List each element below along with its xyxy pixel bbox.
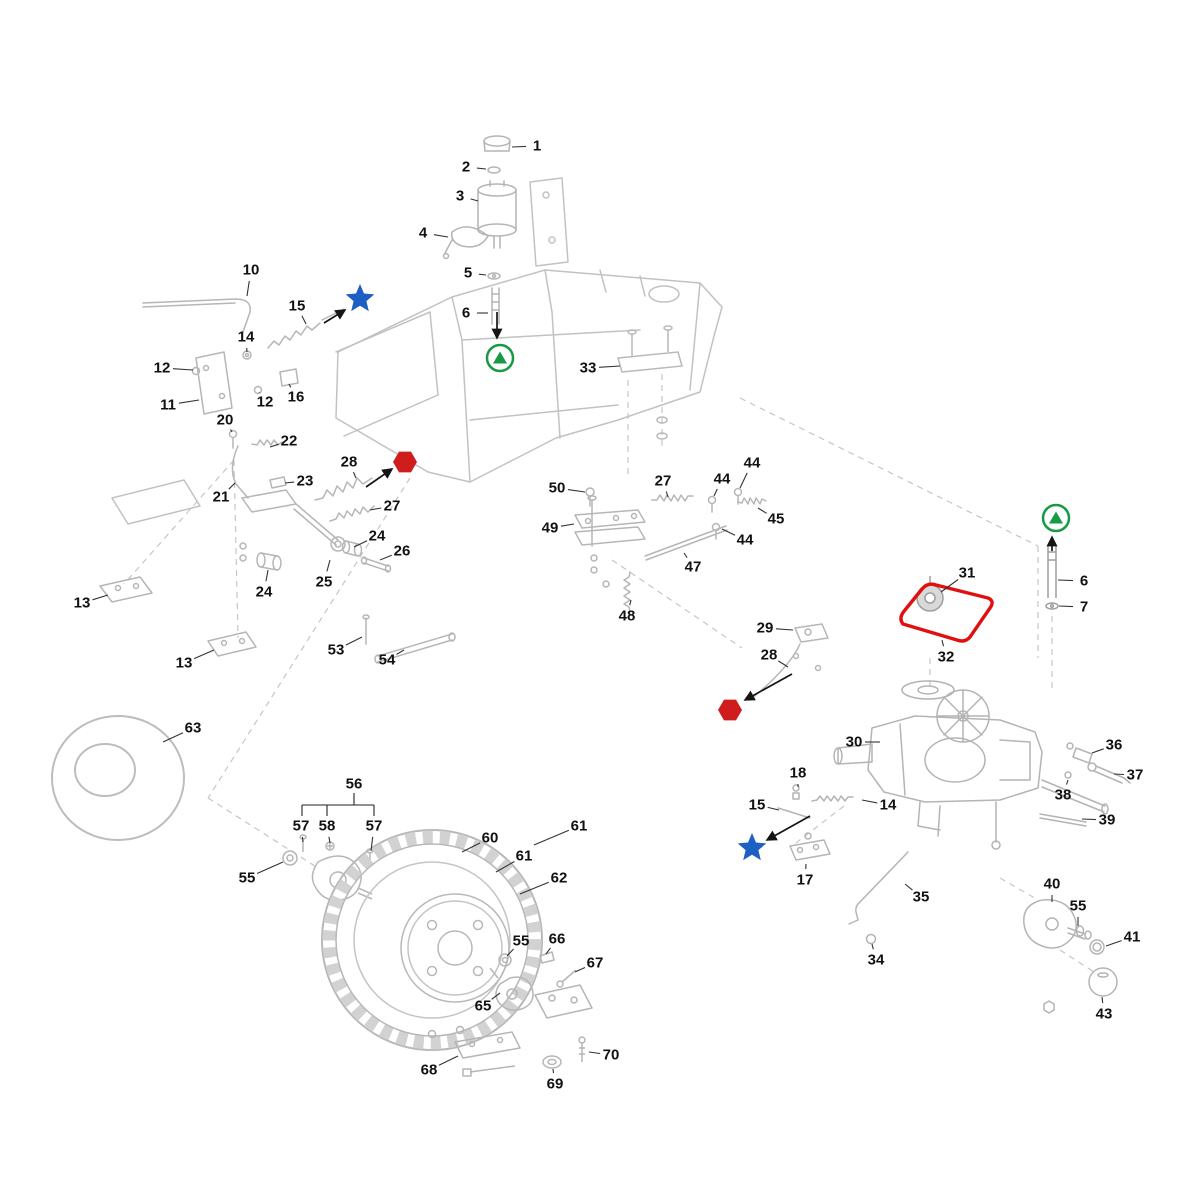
leader-line bbox=[301, 836, 304, 843]
leader-line bbox=[871, 943, 874, 950]
leader-line bbox=[506, 948, 514, 957]
leader-line bbox=[721, 528, 736, 536]
leader-line bbox=[767, 806, 780, 811]
leader-line bbox=[941, 639, 945, 647]
arrow-to-blue-star-1 bbox=[323, 309, 347, 324]
leader-line bbox=[230, 429, 233, 433]
inner-tube-drawing bbox=[51, 715, 185, 841]
leader-line bbox=[560, 523, 575, 527]
leader-line bbox=[470, 198, 479, 202]
leader-line bbox=[228, 482, 236, 490]
leader-line bbox=[861, 799, 878, 804]
leader-line bbox=[326, 559, 331, 572]
leader-line bbox=[328, 836, 331, 844]
leader-line bbox=[433, 234, 449, 238]
leader-line bbox=[511, 145, 527, 148]
leader-line bbox=[193, 649, 215, 660]
leader-line bbox=[379, 554, 393, 561]
leader-line bbox=[438, 1055, 459, 1066]
leader-line bbox=[92, 594, 109, 601]
leader-line bbox=[739, 472, 748, 489]
wheel-hub-drawing bbox=[282, 834, 374, 901]
leader-line bbox=[256, 861, 284, 875]
leader-line bbox=[284, 481, 295, 484]
transaxle-drawing bbox=[777, 680, 1131, 1014]
leader-line bbox=[265, 569, 269, 582]
leader-line bbox=[683, 552, 688, 559]
star-marker bbox=[737, 833, 767, 861]
leader-line bbox=[178, 399, 200, 404]
leader-line bbox=[567, 489, 586, 493]
star-marker bbox=[345, 284, 375, 312]
hexagon-marker bbox=[393, 451, 417, 473]
leader-line bbox=[370, 836, 374, 852]
leader-line bbox=[246, 280, 250, 297]
idler-and-shaft-drawing bbox=[916, 545, 1059, 612]
leader-line bbox=[301, 315, 307, 325]
leader-line bbox=[552, 1068, 555, 1074]
axle-bracket-drawing bbox=[427, 951, 593, 1077]
leader-line bbox=[1113, 773, 1125, 776]
direction-arrows bbox=[323, 309, 1058, 841]
leader-line bbox=[665, 491, 669, 498]
leader-line bbox=[353, 540, 368, 548]
label-bracket-56 bbox=[301, 793, 375, 816]
triangle-circle-marker bbox=[485, 343, 515, 373]
leader-line bbox=[598, 365, 621, 368]
bracket-33-drawing bbox=[617, 325, 683, 440]
marker-layer bbox=[345, 284, 1071, 861]
leader-line bbox=[478, 273, 487, 276]
leader-line bbox=[940, 579, 959, 593]
leader-line bbox=[1057, 579, 1074, 582]
leader-line bbox=[345, 636, 363, 646]
leader-line bbox=[1058, 605, 1074, 608]
leader-line bbox=[1091, 748, 1104, 754]
arrow-to-red-hexagon-2 bbox=[743, 673, 793, 701]
leader-line bbox=[904, 883, 913, 891]
arrow-to-red-hexagon-1 bbox=[365, 468, 394, 488]
leader-line bbox=[1105, 940, 1122, 947]
leader-line bbox=[545, 947, 551, 955]
leader-line bbox=[1101, 996, 1104, 1004]
leader-line bbox=[629, 599, 632, 606]
leader-line bbox=[1065, 779, 1069, 785]
leader-line bbox=[396, 649, 405, 655]
reservoir-assembly-drawing bbox=[442, 135, 517, 325]
left-linkage-drawing bbox=[99, 298, 456, 664]
leader-line bbox=[476, 167, 487, 170]
leader-line bbox=[775, 628, 794, 631]
leader-line bbox=[757, 507, 767, 514]
arrow-to-blue-star-2 bbox=[765, 815, 811, 841]
triangle-circle-marker bbox=[1041, 503, 1071, 533]
center-linkage-drawing bbox=[574, 487, 829, 701]
leader-line bbox=[533, 829, 570, 846]
leader-line bbox=[288, 383, 292, 388]
leader-line bbox=[713, 488, 718, 497]
tire-drawing bbox=[321, 829, 543, 1051]
leader-line bbox=[491, 992, 501, 1000]
leader-line bbox=[369, 507, 382, 511]
leader-line bbox=[1081, 818, 1097, 821]
leader-line bbox=[172, 368, 194, 371]
leader-line bbox=[495, 861, 515, 873]
leader-line bbox=[574, 966, 586, 973]
leader-line bbox=[778, 660, 789, 668]
hexagon-marker bbox=[718, 699, 742, 721]
leader-line bbox=[461, 842, 481, 853]
leader-line bbox=[588, 1051, 601, 1055]
leader-lines bbox=[92, 145, 1125, 1074]
belt-highlight bbox=[899, 582, 994, 643]
leader-line bbox=[519, 881, 550, 895]
chassis-drawing bbox=[111, 177, 723, 525]
leader-line bbox=[162, 732, 184, 743]
leader-line bbox=[269, 443, 279, 448]
guide-lines bbox=[123, 374, 1095, 973]
leader-line bbox=[352, 471, 357, 479]
